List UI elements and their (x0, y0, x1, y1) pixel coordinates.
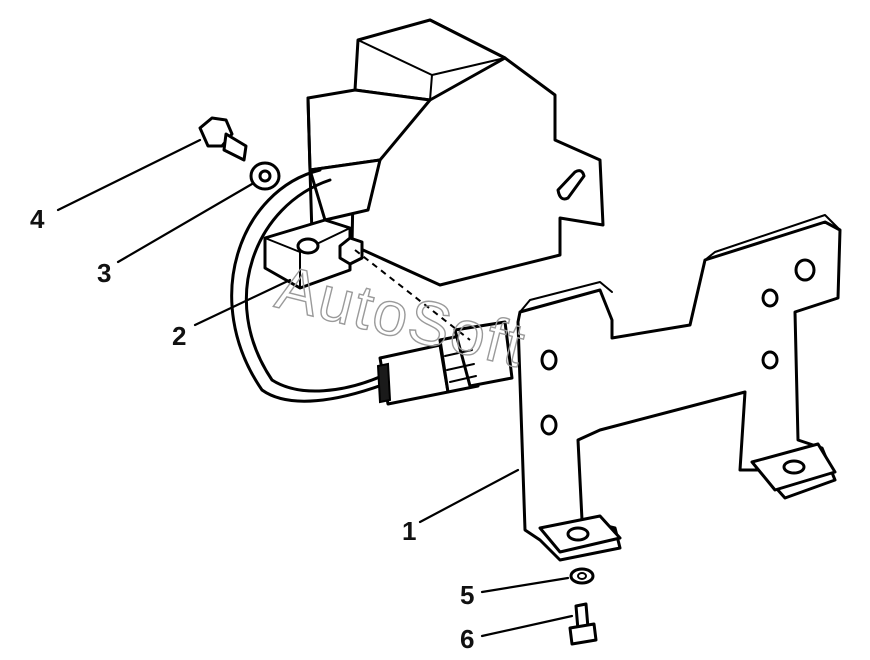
leader-line-5 (480, 576, 570, 594)
leader-line-6 (480, 614, 574, 638)
mounting-bracket (516, 214, 842, 562)
callout-1: 1 (402, 516, 416, 546)
lower-washer (569, 567, 595, 585)
upper-washer (249, 161, 281, 191)
upper-bolt (198, 116, 248, 162)
leader-line-3 (116, 182, 254, 264)
alignment-line (354, 249, 471, 341)
leader-line-1 (418, 468, 520, 524)
leader-line-2 (193, 278, 292, 327)
wiring-harness (230, 168, 514, 406)
lower-bolt (568, 602, 598, 646)
leader-line-4 (56, 138, 202, 212)
callout-3: 3 (97, 258, 111, 288)
sensor-housing (263, 18, 605, 290)
callout-4: 4 (30, 204, 45, 234)
callout-6: 6 (460, 624, 474, 654)
callout-2: 2 (172, 321, 186, 351)
callout-5: 5 (460, 580, 474, 610)
